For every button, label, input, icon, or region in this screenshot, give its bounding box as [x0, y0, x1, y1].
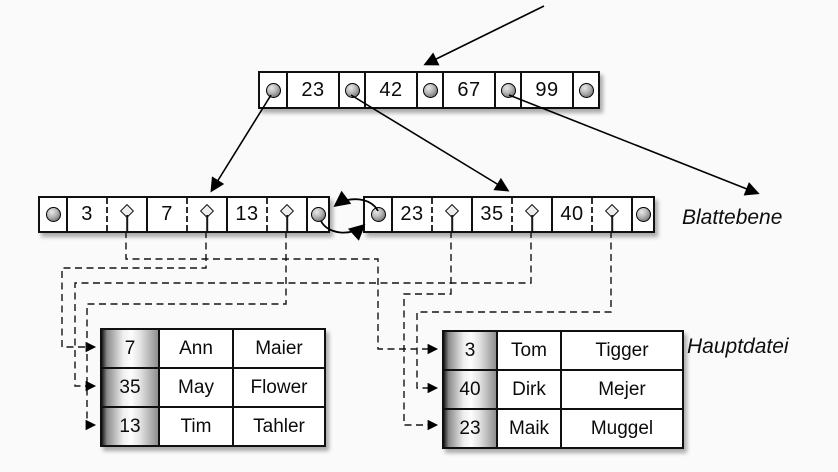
pointer-cell — [306, 198, 328, 231]
record-pointer-cell — [266, 198, 306, 231]
pointer-circle-icon — [635, 207, 651, 222]
root-key-cell: 42 — [364, 73, 416, 107]
record-pointer-cell — [511, 198, 551, 231]
record-pointer-cell — [431, 198, 471, 231]
pointer-circle-icon — [578, 82, 594, 98]
diamond-tail — [126, 215, 128, 231]
btree-root-node: 23 42 67 99 — [258, 71, 600, 109]
leaf-key-cell: 3 — [66, 198, 106, 231]
arrow-root-to-next-leaf — [508, 94, 760, 196]
leaf-key-cell: 40 — [551, 198, 591, 231]
diamond-tail — [451, 215, 453, 231]
first-name-cell: May — [158, 367, 234, 408]
pointer-cell — [365, 198, 391, 231]
pointer-cell — [572, 73, 598, 107]
diamond-tail — [611, 215, 613, 231]
diamond-tail — [531, 215, 533, 231]
table-row: 40 Dirk Mejer — [442, 369, 684, 410]
first-name-cell: Dirk — [496, 369, 562, 410]
key-cell: 13 — [100, 406, 160, 447]
main-file-table-left: 7 Ann Maier 35 May Flower 13 Tim Tahler — [100, 328, 326, 447]
table-row: 23 Maik Muggel — [442, 408, 684, 449]
diamond-tail — [206, 215, 208, 231]
key-cell: 35 — [100, 367, 160, 408]
first-name-cell: Maik — [496, 408, 562, 449]
root-key-cell: 67 — [442, 73, 494, 107]
last-name-cell: Tigger — [560, 330, 684, 371]
key-cell: 3 — [442, 330, 498, 371]
record-pointer-cell — [106, 198, 146, 231]
first-name-cell: Tim — [158, 406, 234, 447]
pointer-circle-icon — [370, 207, 386, 222]
last-name-cell: Muggel — [560, 408, 684, 449]
record-pointer-cell — [591, 198, 631, 231]
table-row: 7 Ann Maier — [100, 328, 326, 369]
pointer-cell — [338, 73, 364, 107]
key-cell: 7 — [100, 328, 160, 369]
arrow-root-to-left-leaf — [210, 94, 272, 193]
leaf-key-cell: 7 — [146, 198, 186, 231]
diamond-tail — [286, 215, 288, 231]
pointer-circle-icon — [422, 82, 438, 98]
key-cell: 23 — [442, 408, 498, 449]
label-main-file: Hauptdatei — [687, 335, 789, 358]
leaf-key-cell: 35 — [471, 198, 511, 231]
first-name-cell: Tom — [496, 330, 562, 371]
pointer-circle-icon — [344, 82, 360, 98]
pointer-circle-icon — [310, 207, 326, 222]
pointer-cell — [631, 198, 653, 231]
table-row: 35 May Flower — [100, 367, 326, 408]
last-name-cell: Tahler — [232, 406, 326, 447]
leaf-node-right: 23 35 40 — [363, 196, 655, 233]
first-name-cell: Ann — [158, 328, 234, 369]
label-leaf-level: Blattebene — [682, 206, 783, 229]
root-key-cell: 23 — [286, 73, 338, 107]
arrow-to-root-node — [423, 5, 545, 66]
leaf-node-left: 3 7 13 — [38, 196, 330, 233]
pointer-circle-icon — [45, 207, 61, 222]
pointer-cell — [416, 73, 442, 107]
key-cell: 40 — [442, 369, 498, 410]
last-name-cell: Flower — [232, 367, 326, 408]
main-file-table-right: 3 Tom Tigger 40 Dirk Mejer 23 Maik Mugge… — [442, 330, 684, 449]
leaf-key-cell: 23 — [391, 198, 431, 231]
arrow-root-to-right-leaf — [350, 94, 510, 192]
table-row: 13 Tim Tahler — [100, 406, 326, 447]
leaf-key-cell: 13 — [226, 198, 266, 231]
pointer-cell — [40, 198, 66, 231]
table-row: 3 Tom Tigger — [442, 330, 684, 371]
last-name-cell: Mejer — [560, 369, 684, 410]
last-name-cell: Maier — [232, 328, 326, 369]
pointer-circle-icon — [265, 82, 281, 98]
record-pointer-cell — [186, 198, 226, 231]
root-key-cell: 99 — [520, 73, 572, 107]
pointer-cell — [494, 73, 520, 107]
pointer-circle-icon — [500, 82, 516, 98]
pointer-cell — [260, 73, 286, 107]
